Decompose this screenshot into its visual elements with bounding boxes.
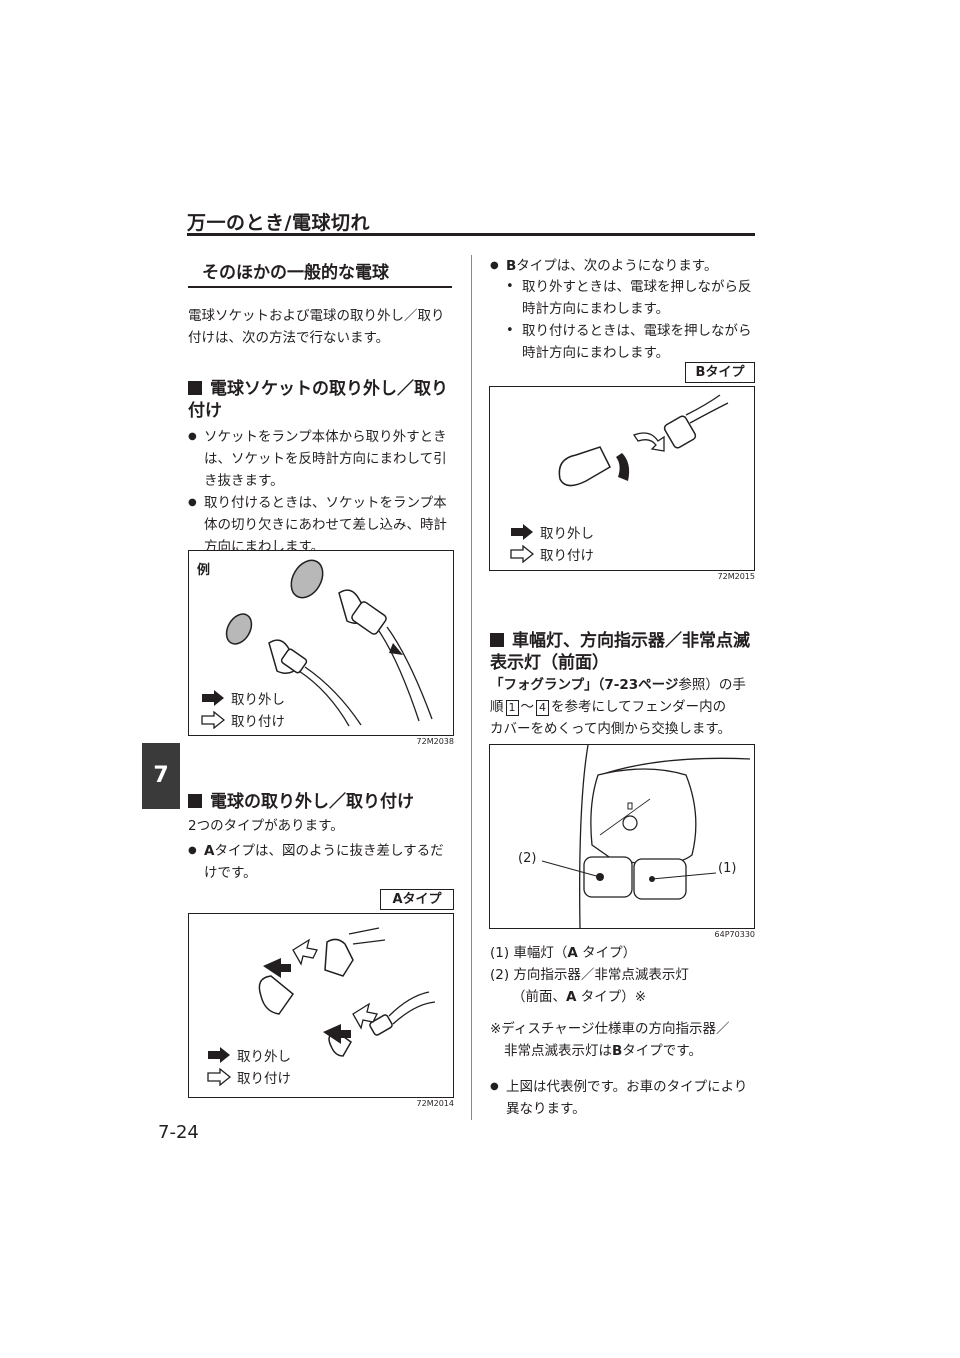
list-item: 上図は代表例です。お車のタイプにより異なります。 [490, 1076, 758, 1120]
column-divider [471, 255, 472, 1120]
heading-socket-text: 電球ソケットの取り外し／取り付け [188, 379, 448, 421]
figure-legend: 取り外し 取り付け [207, 1044, 291, 1088]
legend-install: 取り付け [231, 714, 285, 730]
header-rule [187, 233, 755, 236]
chapter-tab[interactable]: 7 [142, 743, 180, 809]
figure-captions: (1) 車幅灯（A タイプ） (2) 方向指示器／非常点滅表示灯 （前面、A タ… [490, 945, 689, 1005]
heading-bulb: 電球の取り外し／取り付け [188, 791, 456, 813]
socket-bullets: ソケットをランプ本体から取り外すときは、ソケットを反時計方向にまわして引き抜きま… [188, 426, 456, 558]
figure-front-lamp-photo: (2) (1) [489, 744, 755, 929]
section-title: そのほかの一般的な電球 [202, 263, 389, 283]
heading-bulb-text: 電球の取り外し／取り付け [210, 792, 414, 812]
figure-code: 72M2014 [416, 1099, 454, 1108]
heading-socket: 電球ソケットの取り外し／取り付け [188, 378, 456, 422]
figure-b-type: 取り外し 取り付け [489, 386, 755, 571]
fog-lamp-ref[interactable]: 「フォグランプ」（7-23ページ [490, 677, 679, 693]
page-header-title: 万一のとき/電球切れ [187, 212, 370, 234]
list-item: 取り付けるときは、電球を押しながら時計方向にまわします。 [506, 320, 758, 364]
front-lamp-illustration [541, 745, 751, 928]
a-type-badge: Aタイプ [380, 889, 454, 910]
bulb-intro: 2つのタイプがあります。 [188, 818, 344, 834]
remove-arrow-icon [202, 690, 224, 706]
figure-code: 72M2015 [717, 572, 755, 581]
heading-front-lamps: 車幅灯、方向指示器／非常点滅表示灯（前面） [490, 630, 758, 674]
b-type-illustration [558, 394, 729, 487]
final-bullets: 上図は代表例です。お車のタイプにより異なります。 [490, 1076, 758, 1120]
b-type-desc: タイプは、次のようになります。 [516, 258, 718, 274]
install-arrow-icon [207, 1068, 231, 1086]
remove-arrow-icon [208, 1047, 230, 1063]
section-rule [188, 286, 452, 288]
heading-square-icon [188, 794, 202, 808]
b-type-subbullets: 取り外すときは、電球を押しながら反時計方向にまわします。 取り付けるときは、電球… [506, 276, 758, 364]
step-number-box: 1 [505, 700, 519, 716]
a-type-bullets: Aタイプは、図のように抜き差しするだけです。 [188, 840, 456, 884]
heading-square-icon [188, 381, 202, 395]
a-type-illustration [258, 927, 436, 1057]
list-item: 取り付けるときは、ソケットをランプ本体の切り欠きにあわせて差し込み、時計方向にま… [188, 492, 456, 558]
b-type-letter: B [506, 258, 517, 274]
b-type-badge: Bタイプ [685, 362, 755, 383]
list-item: 取り外すときは、電球を押しながら反時計方向にまわします。 [506, 276, 758, 320]
remove-arrow-icon [511, 524, 533, 540]
figure-code: 64P70330 [714, 930, 755, 939]
install-arrow-icon [201, 711, 225, 729]
heading-front-text: 車幅灯、方向指示器／非常点滅表示灯（前面） [490, 631, 750, 673]
legend-remove: 取り外し [231, 692, 285, 708]
figure-legend: 取り外し 取り付け [201, 687, 285, 731]
list-item: Aタイプは、図のように抜き差しするだけです。 [188, 840, 456, 884]
intro-paragraph: 電球ソケットおよび電球の取り外し／取り付けは、次の方法で行ないます。 [188, 308, 445, 346]
callout-2: (2) [518, 851, 537, 866]
figure-label-example: 例 [197, 563, 211, 578]
heading-square-icon [490, 633, 504, 647]
a-type-desc: タイプは、図のように抜き差しするだけです。 [204, 843, 444, 881]
page-number: 7-24 [158, 1122, 199, 1143]
figure-code: 72M2038 [416, 737, 454, 746]
socket-illustration [225, 559, 433, 727]
legend-install: 取り付け [540, 548, 594, 564]
figure-legend: 取り外し 取り付け [510, 521, 594, 565]
list-item: ソケットをランプ本体から取り外すときは、ソケットを反時計方向にまわして引き抜きま… [188, 426, 456, 492]
figure-a-type: 取り外し 取り付け [188, 913, 454, 1098]
discharge-note: ※ディスチャージ仕様車の方向指示器／ 非常点滅表示灯はBタイプです。 [490, 1021, 730, 1059]
step-number-box: 4 [536, 700, 549, 716]
figure-socket-example: 例 取り外し 取り付け [188, 550, 454, 736]
legend-remove: 取り外し [237, 1049, 291, 1065]
list-item: Bタイプは、次のようになります。 [490, 255, 758, 277]
b-type-bullets: Bタイプは、次のようになります。 [490, 255, 758, 277]
legend-remove: 取り外し [540, 526, 594, 542]
a-type-letter: A [204, 843, 215, 859]
legend-install: 取り付け [237, 1071, 291, 1087]
install-arrow-icon [510, 545, 534, 563]
callout-1: (1) [718, 861, 737, 876]
